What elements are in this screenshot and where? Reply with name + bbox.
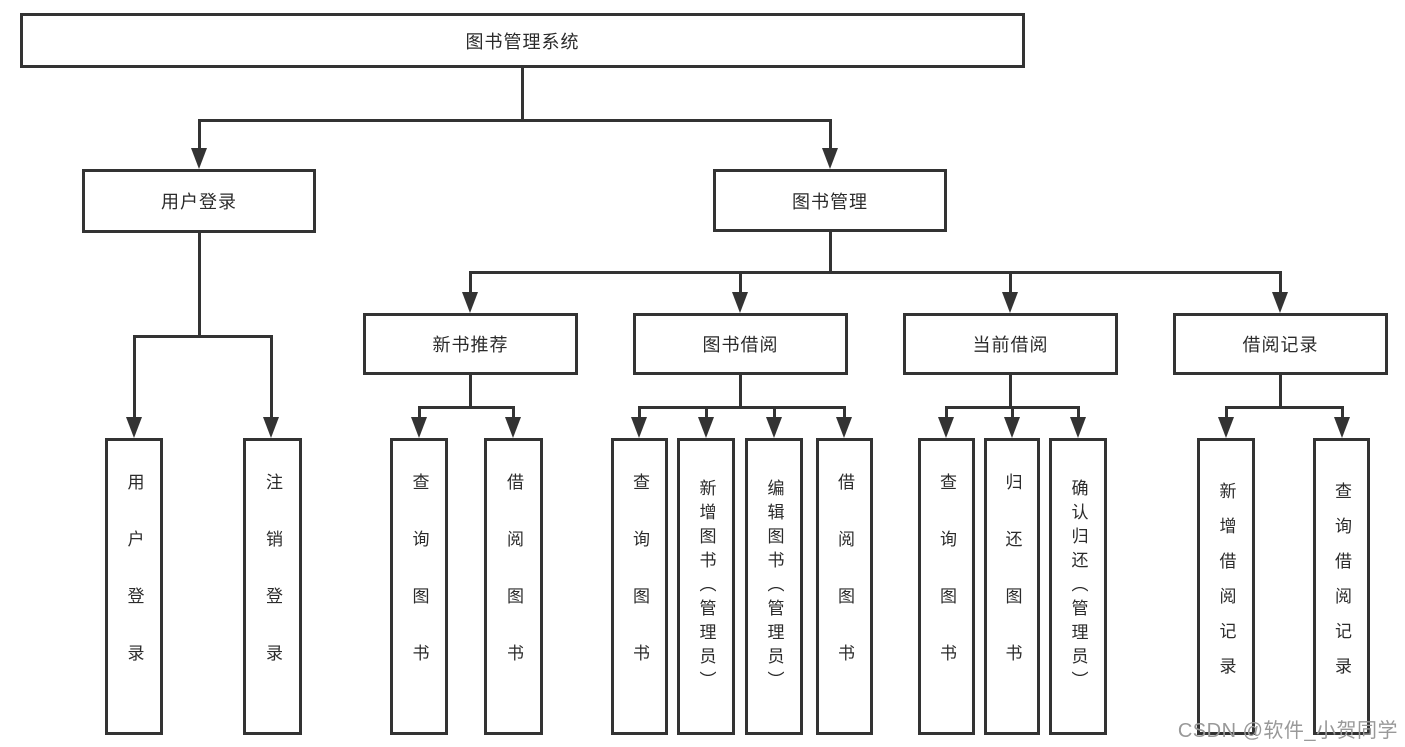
arrowhead-down-icon	[698, 417, 714, 438]
connector-line	[469, 271, 1282, 274]
arrowhead-down-icon	[631, 417, 647, 438]
root-node-library-management-system: 图书管理系统	[20, 13, 1025, 68]
leaf-query-books-current: 查询图书	[918, 438, 975, 735]
connector-line	[418, 406, 515, 409]
leaf-add-borrowing-record: 新增借阅记录	[1197, 438, 1255, 735]
leaf-return-books: 归还图书	[984, 438, 1040, 735]
csdn-watermark: CSDN @软件_小贺同学	[1177, 720, 1398, 742]
connector-line	[418, 406, 421, 420]
node-user-login: 用户登录	[82, 169, 316, 233]
connector-line	[1009, 375, 1012, 408]
connector-line	[133, 335, 273, 338]
arrowhead-down-icon	[938, 417, 954, 438]
arrowhead-down-icon	[1002, 292, 1018, 313]
connector-line	[945, 406, 948, 420]
arrowhead-down-icon	[1272, 292, 1288, 313]
leaf-user-login: 用户登录	[105, 438, 163, 735]
leaf-query-books-borrowing: 查询图书	[611, 438, 668, 735]
arrowhead-down-icon	[1070, 417, 1086, 438]
arrowhead-down-icon	[462, 292, 478, 313]
node-borrowing-records: 借阅记录	[1173, 313, 1388, 375]
leaf-query-borrowing-record: 查询借阅记录	[1313, 438, 1370, 735]
connector-line	[773, 406, 776, 420]
leaf-query-books-recommend: 查询图书	[390, 438, 448, 735]
arrowhead-down-icon	[505, 417, 521, 438]
connector-line	[1011, 406, 1014, 420]
connector-line	[1341, 406, 1344, 420]
leaf-edit-books-admin: 编辑图书（管理员）	[745, 438, 803, 735]
node-book-borrowing: 图书借阅	[633, 313, 848, 375]
arrowhead-down-icon	[263, 417, 279, 438]
leaf-add-books-admin: 新增图书（管理员）	[677, 438, 735, 735]
connector-line	[829, 119, 832, 151]
connector-line	[1009, 271, 1012, 295]
connector-line	[739, 271, 742, 295]
connector-line	[638, 406, 846, 409]
arrowhead-down-icon	[1218, 417, 1234, 438]
connector-line	[1077, 406, 1080, 420]
arrowhead-down-icon	[191, 148, 207, 169]
connector-line	[521, 68, 524, 120]
connector-line	[512, 406, 515, 420]
connector-line	[198, 233, 201, 337]
node-book-management: 图书管理	[713, 169, 947, 232]
node-current-borrowing: 当前借阅	[903, 313, 1118, 375]
connector-line	[1225, 406, 1228, 420]
connector-line	[739, 375, 742, 408]
connector-line	[270, 335, 273, 419]
arrowhead-down-icon	[126, 417, 142, 438]
connector-line	[133, 335, 136, 419]
arrowhead-down-icon	[1334, 417, 1350, 438]
connector-line	[705, 406, 708, 420]
connector-line	[198, 119, 832, 122]
leaf-borrow-books: 借阅图书	[816, 438, 873, 735]
leaf-logout: 注销登录	[243, 438, 302, 735]
connector-line	[829, 232, 832, 273]
arrowhead-down-icon	[411, 417, 427, 438]
leaf-borrow-books-recommend: 借阅图书	[484, 438, 543, 735]
connector-line	[1279, 271, 1282, 295]
arrowhead-down-icon	[1004, 417, 1020, 438]
connector-line	[638, 406, 641, 420]
arrowhead-down-icon	[766, 417, 782, 438]
connector-line	[469, 271, 472, 295]
arrowhead-down-icon	[822, 148, 838, 169]
leaf-confirm-return-admin: 确认归还（管理员）	[1049, 438, 1107, 735]
connector-line	[1225, 406, 1344, 409]
arrowhead-down-icon	[836, 417, 852, 438]
arrowhead-down-icon	[732, 292, 748, 313]
connector-line	[198, 119, 201, 151]
node-new-book-recommendation: 新书推荐	[363, 313, 578, 375]
connector-line	[1279, 375, 1282, 408]
connector-line	[843, 406, 846, 420]
connector-line	[469, 375, 472, 408]
